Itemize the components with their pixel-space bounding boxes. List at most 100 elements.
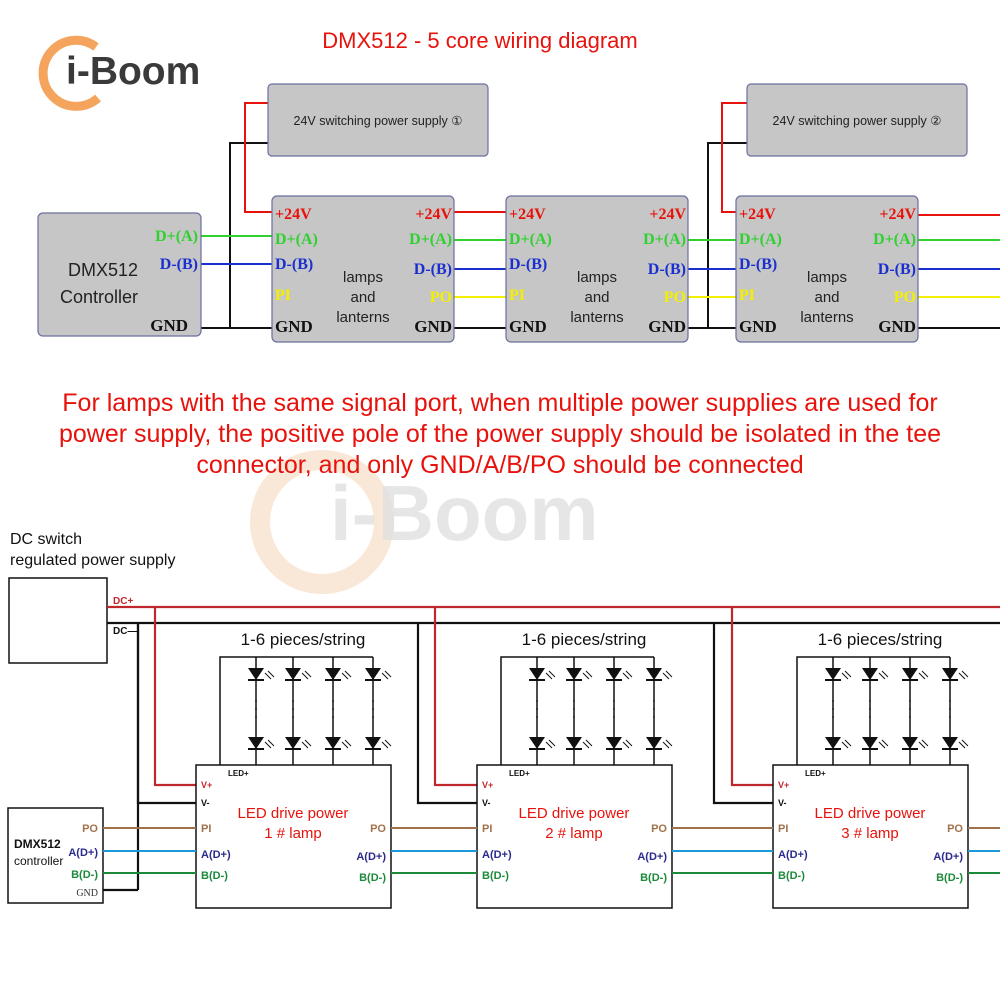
ellipsis-dot — [949, 708, 951, 710]
lamp-in-v24: +24V — [739, 206, 776, 223]
ellipsis-dot — [653, 716, 655, 718]
power-supply-2-label: 24V switching power supply ② — [773, 114, 942, 128]
led-diode-icon — [902, 668, 929, 681]
lamp-out-d_minus: D-(B) — [414, 261, 452, 278]
led-diode-icon — [566, 737, 593, 750]
a-out-label: A(D+) — [933, 851, 963, 863]
ellipsis-dot — [832, 708, 834, 710]
led-diode-icon — [902, 737, 929, 750]
lamp-out-po: PO — [664, 289, 686, 306]
ellipsis-dot — [292, 700, 294, 702]
ellipsis-dot — [372, 708, 374, 710]
led-diode-icon — [285, 668, 312, 681]
lamp-number: 3 # lamp — [841, 825, 899, 842]
a-in-label: A(D+) — [778, 849, 808, 861]
dmx512-controller: DMX512 Controller D+(A) D-(B) GND — [37, 212, 202, 337]
dc-power-supply: DC switch regulated power supply DC+ DC— — [8, 531, 175, 664]
ellipsis-dot — [573, 700, 575, 702]
v-plus-label: V+ — [778, 780, 789, 790]
brand-logo: i-Boom — [38, 35, 200, 111]
psu-label-line1: DC switch — [10, 531, 82, 548]
led-diode-icon — [942, 737, 969, 750]
led-diode-icon — [529, 737, 556, 750]
ellipsis-dot — [536, 716, 538, 718]
led-diode-icon — [606, 668, 633, 681]
lamp-in-gnd: GND — [739, 317, 777, 336]
v-plus-label: V+ — [201, 780, 212, 790]
led-diode-icon — [248, 737, 275, 750]
lamp-box-2: +24VD+(A)D-(B)PIGND+24VD+(A)D-(B)POGNDla… — [505, 195, 689, 343]
b-in-label: B(D-) — [201, 870, 228, 882]
led-diode-icon — [529, 668, 556, 681]
lamp-in-pi: PI — [739, 287, 755, 304]
a-in-label: A(D+) — [482, 849, 512, 861]
power-supply-1-label: 24V switching power supply ① — [294, 114, 463, 128]
ellipsis-dot — [332, 716, 334, 718]
ellipsis-dot — [332, 708, 334, 710]
led-diode-icon — [248, 668, 275, 681]
pi-label: PI — [201, 823, 211, 835]
v-minus-label: V- — [778, 798, 787, 808]
note-line-1: For lamps with the same signal port, whe… — [62, 389, 938, 417]
lamp-out-v24: +24V — [649, 206, 686, 223]
drive-title: LED drive power — [815, 805, 926, 822]
lamp-out-gnd: GND — [878, 317, 916, 336]
ellipsis-dot — [372, 716, 374, 718]
lamp-out-d_plus: D+(A) — [873, 231, 916, 248]
led-plus-label: LED+ — [805, 769, 826, 778]
ellipsis-dot — [653, 700, 655, 702]
ellipsis-dot — [613, 716, 615, 718]
watermark-text: i-Boom — [330, 469, 599, 557]
lamp-text-2: lanterns — [570, 309, 623, 326]
ellipsis-dot — [949, 716, 951, 718]
a-out-label: A(D+) — [637, 851, 667, 863]
lamp-text-0: lamps — [807, 269, 847, 286]
lamp-in-d_plus: D+(A) — [275, 231, 318, 248]
v-plus-label: V+ — [482, 780, 493, 790]
drive-unit-2: 1-6 pieces/stringRGBWLED+V+V-PIA(D+)B(D-… — [476, 630, 673, 909]
lamp-box-1: +24VD+(A)D-(B)PIGND+24VD+(A)D-(B)POGNDla… — [271, 195, 455, 343]
ellipsis-dot — [909, 716, 911, 718]
lamp-out-d_minus: D-(B) — [878, 261, 916, 278]
lamp-out-v24: +24V — [415, 206, 452, 223]
ellipsis-dot — [536, 700, 538, 702]
ellipsis-dot — [613, 700, 615, 702]
lamp-box-frame — [271, 195, 455, 343]
ellipsis-dot — [372, 700, 374, 702]
led-plus-wire — [219, 656, 373, 765]
led-diode-icon — [646, 737, 673, 750]
led-diode-icon — [365, 668, 392, 681]
ellipsis-dot — [536, 708, 538, 710]
lamp-in-d_plus: D+(A) — [509, 231, 552, 248]
string-label: 1-6 pieces/string — [241, 630, 366, 649]
drive-unit-1: 1-6 pieces/stringRGBWLED+V+V-PIA(D+)B(D-… — [195, 630, 392, 909]
ellipsis-dot — [869, 716, 871, 718]
ellipsis-dot — [949, 700, 951, 702]
bottom-controller-po: PO — [82, 823, 98, 835]
bottom-bus-wires — [102, 605, 1000, 892]
note-line-3: connector, and only GND/A/B/PO should be… — [196, 451, 804, 479]
lamp-in-v24: +24V — [509, 206, 546, 223]
lamp-in-pi: PI — [509, 287, 525, 304]
drive-unit-frame — [476, 764, 673, 909]
ellipsis-dot — [255, 708, 257, 710]
psu-label-line2: regulated power supply — [10, 552, 175, 569]
drive-title: LED drive power — [238, 805, 349, 822]
bottom-signal-wires — [103, 827, 1000, 874]
lamp-text-1: and — [584, 289, 609, 306]
dmx512-controller-bottom: DMX512 controller PO A(D+) B(D-) GND — [7, 807, 104, 904]
po-label: PO — [651, 823, 667, 835]
v-minus-label: V- — [201, 798, 210, 808]
led-diode-icon — [646, 668, 673, 681]
bottom-controller-line1: DMX512 — [14, 837, 61, 851]
lamp-text-1: and — [814, 289, 839, 306]
ellipsis-dot — [909, 708, 911, 710]
lamp-out-gnd: GND — [648, 317, 686, 336]
drive-unit-frame — [772, 764, 969, 909]
lamp-box-frame — [505, 195, 689, 343]
ellipsis-dot — [832, 700, 834, 702]
drive-unit-3: 1-6 pieces/stringRGBWLED+V+V-PIA(D+)B(D-… — [772, 630, 969, 909]
bottom-controller-gnd: GND — [76, 888, 98, 899]
lamp-text-2: lanterns — [800, 309, 853, 326]
